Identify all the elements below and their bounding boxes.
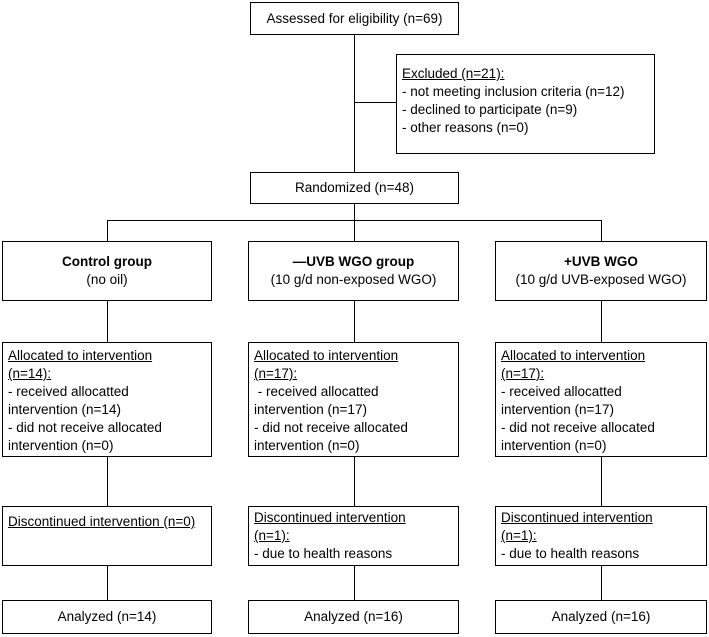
connector-split-control bbox=[107, 220, 109, 241]
assessed-label: Assessed for eligibility (n=69) bbox=[266, 10, 443, 26]
allocation-received-count: intervention (n=17) bbox=[501, 402, 614, 417]
analyzed-label: Analyzed (n=16) bbox=[551, 609, 651, 624]
connector-minus-uvb-alloc bbox=[354, 300, 356, 342]
allocation-not-received-count: intervention (n=0) bbox=[254, 438, 360, 453]
allocation-count: (n=17): bbox=[501, 366, 545, 381]
allocation-not-received-count: intervention (n=0) bbox=[8, 438, 114, 453]
group-description: (10 g/d UVB-exposed WGO) bbox=[515, 272, 687, 287]
allocation-not-received: - did not receive allocated bbox=[8, 420, 162, 435]
allocation-box-plus-uvb: Allocated to intervention (n=17): - rece… bbox=[495, 342, 707, 457]
allocation-received: - received allocatted bbox=[501, 384, 622, 399]
allocation-box-control: Allocated to intervention (n=14): - rece… bbox=[2, 342, 212, 457]
discontinued-title: Discontinued intervention bbox=[254, 510, 406, 525]
randomized-label: Randomized (n=48) bbox=[295, 180, 414, 195]
discontinued-count: (n=1): bbox=[254, 528, 290, 543]
connector-plus-uvb-disc bbox=[601, 456, 603, 506]
excluded-item: - not meeting inclusion criteria (n=12) bbox=[402, 84, 625, 99]
connector-control-analyzed bbox=[107, 565, 109, 600]
allocation-title: Allocated to intervention bbox=[8, 348, 153, 363]
allocation-title: Allocated to intervention bbox=[501, 348, 646, 363]
randomized-box: Randomized (n=48) bbox=[250, 172, 459, 204]
allocation-received: - received allocatted bbox=[8, 384, 129, 399]
allocation-title: Allocated to intervention bbox=[254, 348, 399, 363]
analyzed-label: Analyzed (n=14) bbox=[57, 609, 157, 624]
analyzed-box-plus-uvb: Analyzed (n=16) bbox=[495, 600, 707, 634]
excluded-item: - declined to participate (n=9) bbox=[402, 102, 578, 117]
group-name: —UVB WGO group bbox=[292, 254, 415, 269]
connector-to-excluded bbox=[354, 102, 396, 104]
allocation-not-received-count: intervention (n=0) bbox=[501, 438, 607, 453]
group-name: Control group bbox=[62, 254, 152, 269]
allocation-count: (n=14): bbox=[8, 366, 52, 381]
discontinued-box-control: Discontinued intervention (n=0) bbox=[2, 506, 212, 566]
connector-randomized-split bbox=[354, 203, 356, 220]
analyzed-box-minus-uvb: Analyzed (n=16) bbox=[248, 600, 459, 634]
group-box-minus-uvb: —UVB WGO group (10 g/d non-exposed WGO) bbox=[248, 241, 459, 301]
allocation-received-count: intervention (n=17) bbox=[254, 402, 367, 417]
group-box-plus-uvb: +UVB WGO (10 g/d UVB-exposed WGO) bbox=[495, 241, 707, 301]
allocation-received: - received allocatted bbox=[254, 384, 379, 399]
allocation-received-count: intervention (n=14) bbox=[8, 402, 121, 417]
connector-assessed-randomized bbox=[354, 34, 356, 174]
discontinued-title: Discontinued intervention bbox=[501, 510, 653, 525]
group-box-control: Control group (no oil) bbox=[2, 241, 212, 301]
allocation-not-received: - did not receive allocated bbox=[254, 420, 408, 435]
discontinued-title: Discontinued intervention (n=0) bbox=[8, 514, 196, 529]
group-description: (10 g/d non-exposed WGO) bbox=[270, 272, 437, 287]
connector-minus-uvb-disc bbox=[354, 456, 356, 506]
group-description: (no oil) bbox=[86, 272, 128, 287]
excluded-item: - other reasons (n=0) bbox=[402, 120, 529, 135]
allocation-box-minus-uvb: Allocated to intervention (n=17): - rece… bbox=[248, 342, 459, 457]
discontinued-reason: - due to health reasons bbox=[254, 546, 393, 561]
analyzed-label: Analyzed (n=16) bbox=[304, 609, 403, 624]
group-name: +UVB WGO bbox=[564, 254, 638, 269]
connector-plus-uvb-analyzed bbox=[601, 565, 603, 600]
connector-split-plus-uvb bbox=[601, 220, 603, 241]
connector-plus-uvb-alloc bbox=[601, 300, 603, 342]
assessed-box: Assessed for eligibility (n=69) bbox=[250, 2, 459, 35]
allocation-not-received: - did not receive allocated bbox=[501, 420, 655, 435]
connector-minus-uvb-analyzed bbox=[354, 565, 356, 600]
discontinued-box-plus-uvb: Discontinued intervention (n=1): - due t… bbox=[495, 506, 707, 566]
excluded-box: Excluded (n=21): - not meeting inclusion… bbox=[396, 54, 655, 154]
discontinued-count: (n=1): bbox=[501, 528, 537, 543]
discontinued-box-minus-uvb: Discontinued intervention (n=1): - due t… bbox=[248, 506, 459, 566]
excluded-title: Excluded (n=21): bbox=[402, 66, 505, 81]
discontinued-reason: - due to health reasons bbox=[501, 546, 640, 561]
analyzed-box-control: Analyzed (n=14) bbox=[2, 600, 212, 634]
connector-control-alloc bbox=[107, 300, 109, 342]
connector-split-minus-uvb bbox=[354, 220, 356, 241]
allocation-count: (n=17): bbox=[254, 366, 298, 381]
connector-control-disc bbox=[107, 456, 109, 506]
